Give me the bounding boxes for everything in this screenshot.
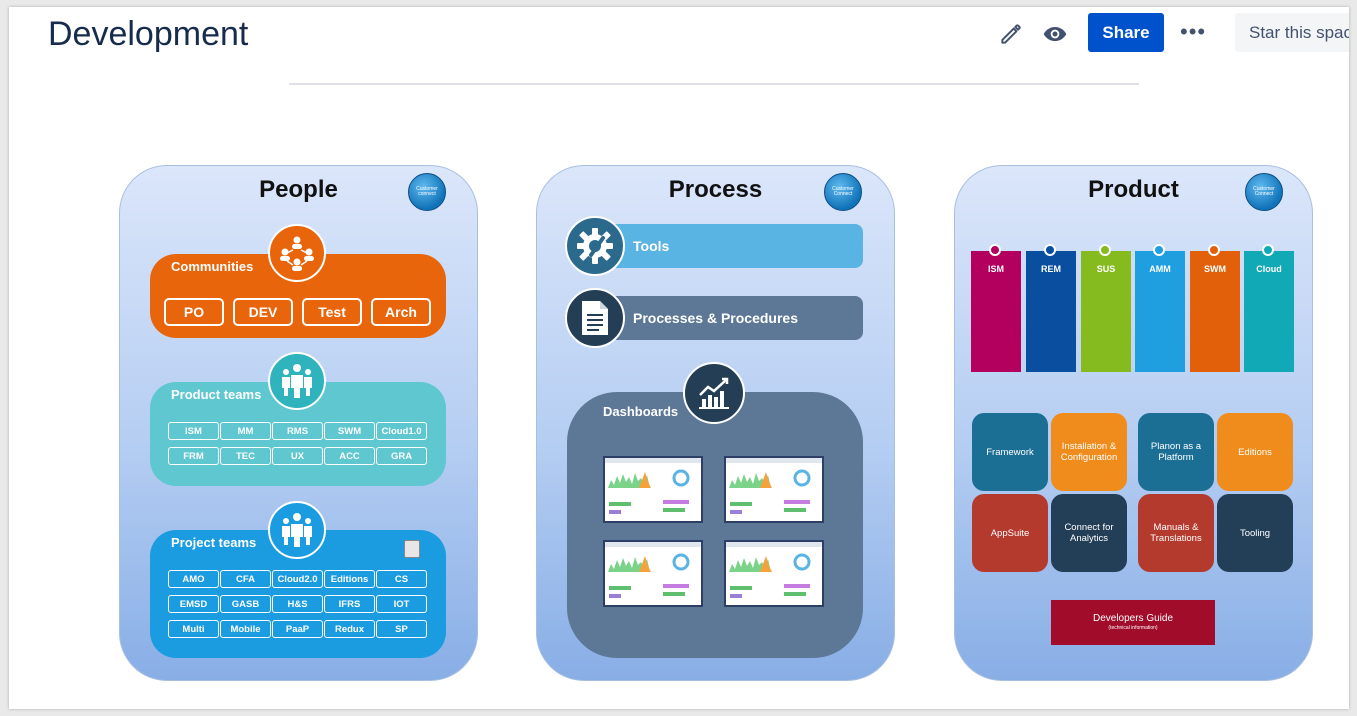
- product-team-tag[interactable]: ISM: [168, 422, 219, 440]
- installation-configuration-tile[interactable]: Installation & Configuration: [1051, 413, 1127, 491]
- product-column-sus[interactable]: SUS: [1081, 244, 1131, 372]
- product-team-tag[interactable]: TEC: [220, 447, 271, 465]
- divider: [289, 83, 1139, 85]
- processes-procedures-link[interactable]: Processes & Procedures: [595, 296, 863, 340]
- appsuite-tile[interactable]: AppSuite: [972, 494, 1048, 572]
- product-team-tag[interactable]: UX: [272, 447, 323, 465]
- product-team-tag[interactable]: FRM: [168, 447, 219, 465]
- project-team-tag[interactable]: Redux: [324, 620, 375, 638]
- edit-pencil-icon[interactable]: [998, 21, 1024, 47]
- product-column-cloud[interactable]: Cloud: [1244, 244, 1294, 372]
- product-column-ism[interactable]: ISM: [971, 244, 1021, 372]
- tools-link[interactable]: Tools: [595, 224, 863, 268]
- manuals-translations-tile[interactable]: Manuals & Translations: [1138, 494, 1214, 572]
- process-title: Process: [668, 176, 763, 203]
- community-tag[interactable]: Arch: [371, 298, 431, 326]
- product-column-label: SUS: [1096, 264, 1116, 274]
- developers-guide-button[interactable]: Developers Guide (technical information): [1051, 600, 1215, 645]
- share-button[interactable]: Share: [1088, 13, 1164, 52]
- pin-icon: [989, 244, 1001, 256]
- dashboard-thumbnail[interactable]: [603, 540, 703, 607]
- project-team-tag[interactable]: Editions: [324, 570, 375, 588]
- product-team-tag[interactable]: ACC: [324, 447, 375, 465]
- project-team-tag[interactable]: IFRS: [324, 595, 375, 613]
- document-icon: [565, 288, 625, 348]
- customer-connect-badge[interactable]: Customer connect: [408, 173, 446, 211]
- product-team-tag[interactable]: GRA: [376, 447, 427, 465]
- project-team-tag[interactable]: CFA: [220, 570, 271, 588]
- product-column-label: ISM: [987, 264, 1004, 274]
- product-team-tag[interactable]: SWM: [324, 422, 375, 440]
- pin-icon: [1099, 244, 1111, 256]
- editions-tile[interactable]: Editions: [1217, 413, 1293, 491]
- people-title: People: [259, 176, 338, 203]
- pin-icon: [1208, 244, 1220, 256]
- planon-platform-tile[interactable]: Planon as a Platform: [1138, 413, 1214, 491]
- communities-network-icon: [268, 224, 326, 282]
- developers-guide-sublabel: (technical information): [1108, 625, 1158, 631]
- people-card: People Customer connect Communities PO D…: [119, 165, 478, 681]
- note-icon: [404, 540, 420, 558]
- community-tag[interactable]: Test: [302, 298, 362, 326]
- watch-eye-icon[interactable]: [1042, 21, 1068, 47]
- community-tag[interactable]: PO: [164, 298, 224, 326]
- pin-icon: [1044, 244, 1056, 256]
- pin-icon: [1262, 244, 1274, 256]
- product-teams-label: Product teams: [171, 387, 262, 402]
- communities-label: Communities: [171, 259, 254, 274]
- project-team-tag[interactable]: PaaP: [272, 620, 323, 638]
- product-column-label: Cloud: [1256, 264, 1282, 274]
- dashboard-thumbnail[interactable]: [724, 540, 824, 607]
- product-team-tag[interactable]: RMS: [272, 422, 323, 440]
- product-card: Product Customer Connect ISM REM SUS AMM…: [954, 165, 1313, 681]
- product-column-label: AMM: [1149, 264, 1171, 274]
- process-card: Process Customer Connect Tools Processes…: [536, 165, 895, 681]
- project-team-tag[interactable]: H&S: [272, 595, 323, 613]
- dashboards-label: Dashboards: [603, 404, 679, 419]
- project-team-tag[interactable]: CS: [376, 570, 427, 588]
- tools-gear-icon: [565, 216, 625, 276]
- tooling-tile[interactable]: Tooling: [1217, 494, 1293, 572]
- dashboard-chart-icon: [683, 362, 745, 424]
- connect-analytics-tile[interactable]: Connect for Analytics: [1051, 494, 1127, 572]
- dashboard-thumbnail[interactable]: [603, 456, 703, 523]
- star-space-button[interactable]: Star this space: [1235, 13, 1349, 52]
- project-team-tag[interactable]: Multi: [168, 620, 219, 638]
- dashboard-thumbnail[interactable]: [724, 456, 824, 523]
- customer-connect-badge[interactable]: Customer Connect: [824, 173, 862, 211]
- community-tag[interactable]: DEV: [233, 298, 293, 326]
- project-team-tag[interactable]: IOT: [376, 595, 427, 613]
- project-team-tag[interactable]: Cloud2.0: [272, 570, 323, 588]
- product-column-swm[interactable]: SWM: [1190, 244, 1240, 372]
- product-teams-people-icon: [268, 352, 326, 410]
- framework-tile[interactable]: Framework: [972, 413, 1048, 491]
- dashboards-panel[interactable]: Dashboards: [567, 392, 863, 658]
- project-team-tag[interactable]: SP: [376, 620, 427, 638]
- project-team-tag[interactable]: GASB: [220, 595, 271, 613]
- project-teams-label: Project teams: [171, 535, 257, 550]
- project-team-tag[interactable]: AMO: [168, 570, 219, 588]
- project-team-tag[interactable]: EMSD: [168, 595, 219, 613]
- developers-guide-label: Developers Guide: [1092, 613, 1174, 624]
- project-teams-panel[interactable]: Project teams AMO CFA Cloud2.0 Editions …: [150, 530, 446, 658]
- page-title: Development: [48, 15, 249, 53]
- product-column-rem[interactable]: REM: [1026, 244, 1076, 372]
- project-team-tag[interactable]: Mobile: [220, 620, 271, 638]
- product-column-label: SWM: [1204, 264, 1226, 274]
- customer-connect-badge[interactable]: Customer Connect: [1245, 173, 1283, 211]
- product-teams-panel[interactable]: Product teams ISM MM RMS SWM Cloud1.0 FR…: [150, 382, 446, 486]
- product-column-label: REM: [1041, 264, 1061, 274]
- page: Development Share ••• Star this space Pe…: [9, 7, 1349, 709]
- pin-icon: [1153, 244, 1165, 256]
- product-team-tag[interactable]: Cloud1.0: [376, 422, 427, 440]
- project-teams-people-icon: [268, 501, 326, 559]
- product-column-amm[interactable]: AMM: [1135, 244, 1185, 372]
- product-team-tag[interactable]: MM: [220, 422, 271, 440]
- more-actions-icon[interactable]: •••: [1180, 19, 1207, 44]
- product-title: Product: [1088, 176, 1179, 203]
